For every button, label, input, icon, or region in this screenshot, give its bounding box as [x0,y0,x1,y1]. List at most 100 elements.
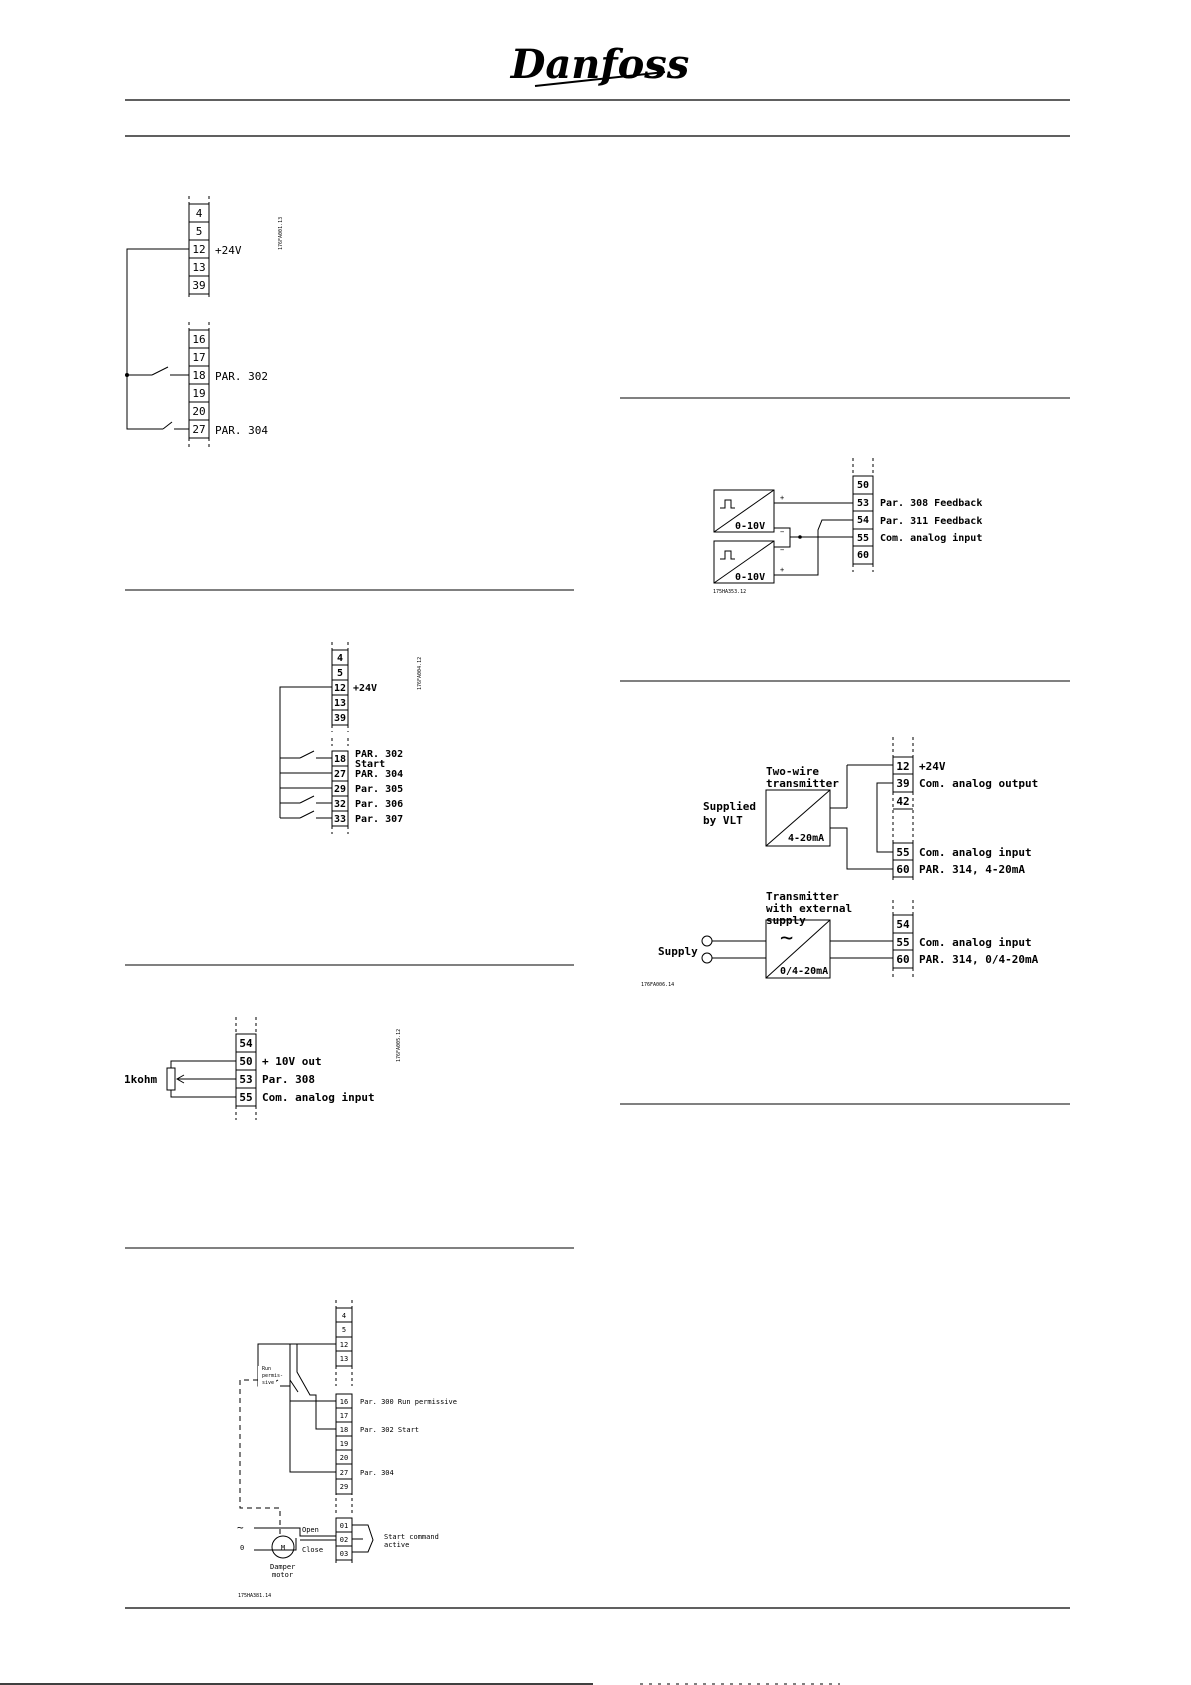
zero-symbol: 0 [240,1544,244,1552]
wiring [126,248,189,430]
wiring [279,686,332,819]
supplied-label: by VLT [703,814,743,827]
label-plus-24v: +24V [353,683,377,694]
terminal-dashes [335,1300,353,1566]
range-label: 0-10V [735,521,765,532]
motor-wiring [254,1524,374,1553]
run-permissive-label: permis- [262,1373,283,1379]
terminal-number: 12 [192,243,205,256]
label-par-311-feedback: Par. 311 Feedback [880,516,982,527]
junction-dot [125,373,129,377]
terminal-number: 5 [196,225,203,238]
label-par-302: PAR. 302 [355,749,403,760]
terminal-numbers: 4 5 12 13 39 16 17 18 19 20 27 [192,207,205,436]
label-plus-24v: +24V [215,244,242,257]
terminal-block [188,203,210,439]
terminal-number: 60 [896,863,909,876]
label-com-analog-output: Com. analog output [919,777,1038,790]
supply-label: Supply [658,945,698,958]
label-10v-out: + 10V out [262,1055,322,1068]
range-label: 0/4-20mA [780,966,828,977]
diagram-transmitters: 12 39 42 55 60 54 55 60 Two- [641,737,1039,988]
terminal-number: 19 [192,387,205,400]
terminal-number: 12 [340,1341,348,1349]
range-label: 0-10V [735,572,765,583]
terminal-number: 60 [857,550,869,561]
terminal-number: 13 [340,1355,348,1363]
supply-terminal [701,952,713,964]
run-permissive-label: Run [262,1366,271,1372]
terminal-dashes [188,196,210,448]
transmitter-boxes [713,489,775,584]
label-par-314: PAR. 314, 0/4-20mA [919,953,1039,966]
terminal-number: 55 [896,846,909,859]
label-par-304: PAR. 304 [215,424,268,437]
terminal-number: 18 [192,369,205,382]
terminal-number: 54 [857,515,869,526]
wiring [712,764,893,959]
terminal-dashes [892,737,914,978]
terminal-number: 55 [896,936,909,949]
wiring [774,502,853,576]
diagram-digital-inputs-basic: 4 5 12 13 39 16 17 18 19 20 27 +24V PAR.… [125,196,284,448]
terminal-numbers: 4 5 12 13 16 17 18 19 20 27 29 01 02 03 [340,1312,348,1558]
label-par-307: Par. 307 [355,814,403,825]
brand-logo: Danfoss [510,41,690,88]
terminal-block [892,756,914,969]
terminal-number: 19 [340,1440,348,1448]
terminal-number: 18 [334,754,346,765]
label-par-308: Par. 308 [262,1073,315,1086]
terminal-number: 29 [340,1483,348,1491]
terminal-block [335,1307,353,1561]
minus-sign: − [780,546,784,554]
terminal-number: 53 [857,498,869,509]
resistor-symbol [166,1067,176,1091]
terminal-numbers: 12 39 42 55 60 54 55 60 [896,760,910,966]
label-open: Open [302,1526,319,1534]
diagram-digital-inputs-extended: 4 5 12 13 39 18 27 29 32 33 +24V PAR. 30… [279,642,423,834]
terminal-number: 12 [334,683,346,694]
terminal-number: 42 [896,795,909,808]
plus-sign: + [780,494,784,502]
terminal-number: 39 [896,777,909,790]
relay-terminal: 03 [340,1550,348,1558]
wiring [257,1343,336,1473]
terminal-block [235,1033,257,1107]
terminal-number: 39 [334,713,346,724]
terminal-numbers: 54 50 53 55 [239,1037,253,1104]
terminal-number: 20 [192,405,205,418]
terminal-number: 16 [192,333,205,346]
terminal-dashes [235,1017,257,1120]
label-par-314: PAR. 314, 4-20mA [919,863,1025,876]
range-label: 4-20mA [788,833,824,844]
terminal-number: 13 [334,698,346,709]
label-close: Close [302,1546,323,1554]
two-wire-label: Two-wire [766,765,819,778]
label-par-308-feedback: Par. 308 Feedback [880,498,982,509]
terminal-number: 5 [337,668,343,679]
label-com-analog-input: Com. analog input [880,532,982,544]
terminal-number: 17 [192,351,205,364]
terminal-numbers: 4 5 12 13 39 18 27 29 32 33 [334,653,346,825]
label-start: Start [355,759,385,770]
terminal-number: 54 [896,918,910,931]
terminal-numbers: 50 53 54 55 60 [857,480,869,561]
damper-motor-label: motor [272,1571,293,1579]
label-par-302: PAR. 302 [215,370,268,383]
start-command-label: active [384,1541,409,1549]
damper-motor-label: Damper [270,1563,295,1571]
terminal-number: 18 [340,1426,348,1434]
terminal-number: 54 [239,1037,253,1050]
terminal-number: 20 [340,1454,348,1462]
terminal-number: 13 [192,261,205,274]
terminal-number: 55 [857,533,869,544]
wiring [166,1060,236,1098]
terminal-number: 27 [334,769,346,780]
damper-motor [271,1535,295,1559]
terminal-number: 53 [239,1073,252,1086]
logo-underline [534,71,666,87]
minus-sign: − [780,528,784,536]
section-dividers [125,397,1070,1609]
terminal-number: 12 [896,760,909,773]
